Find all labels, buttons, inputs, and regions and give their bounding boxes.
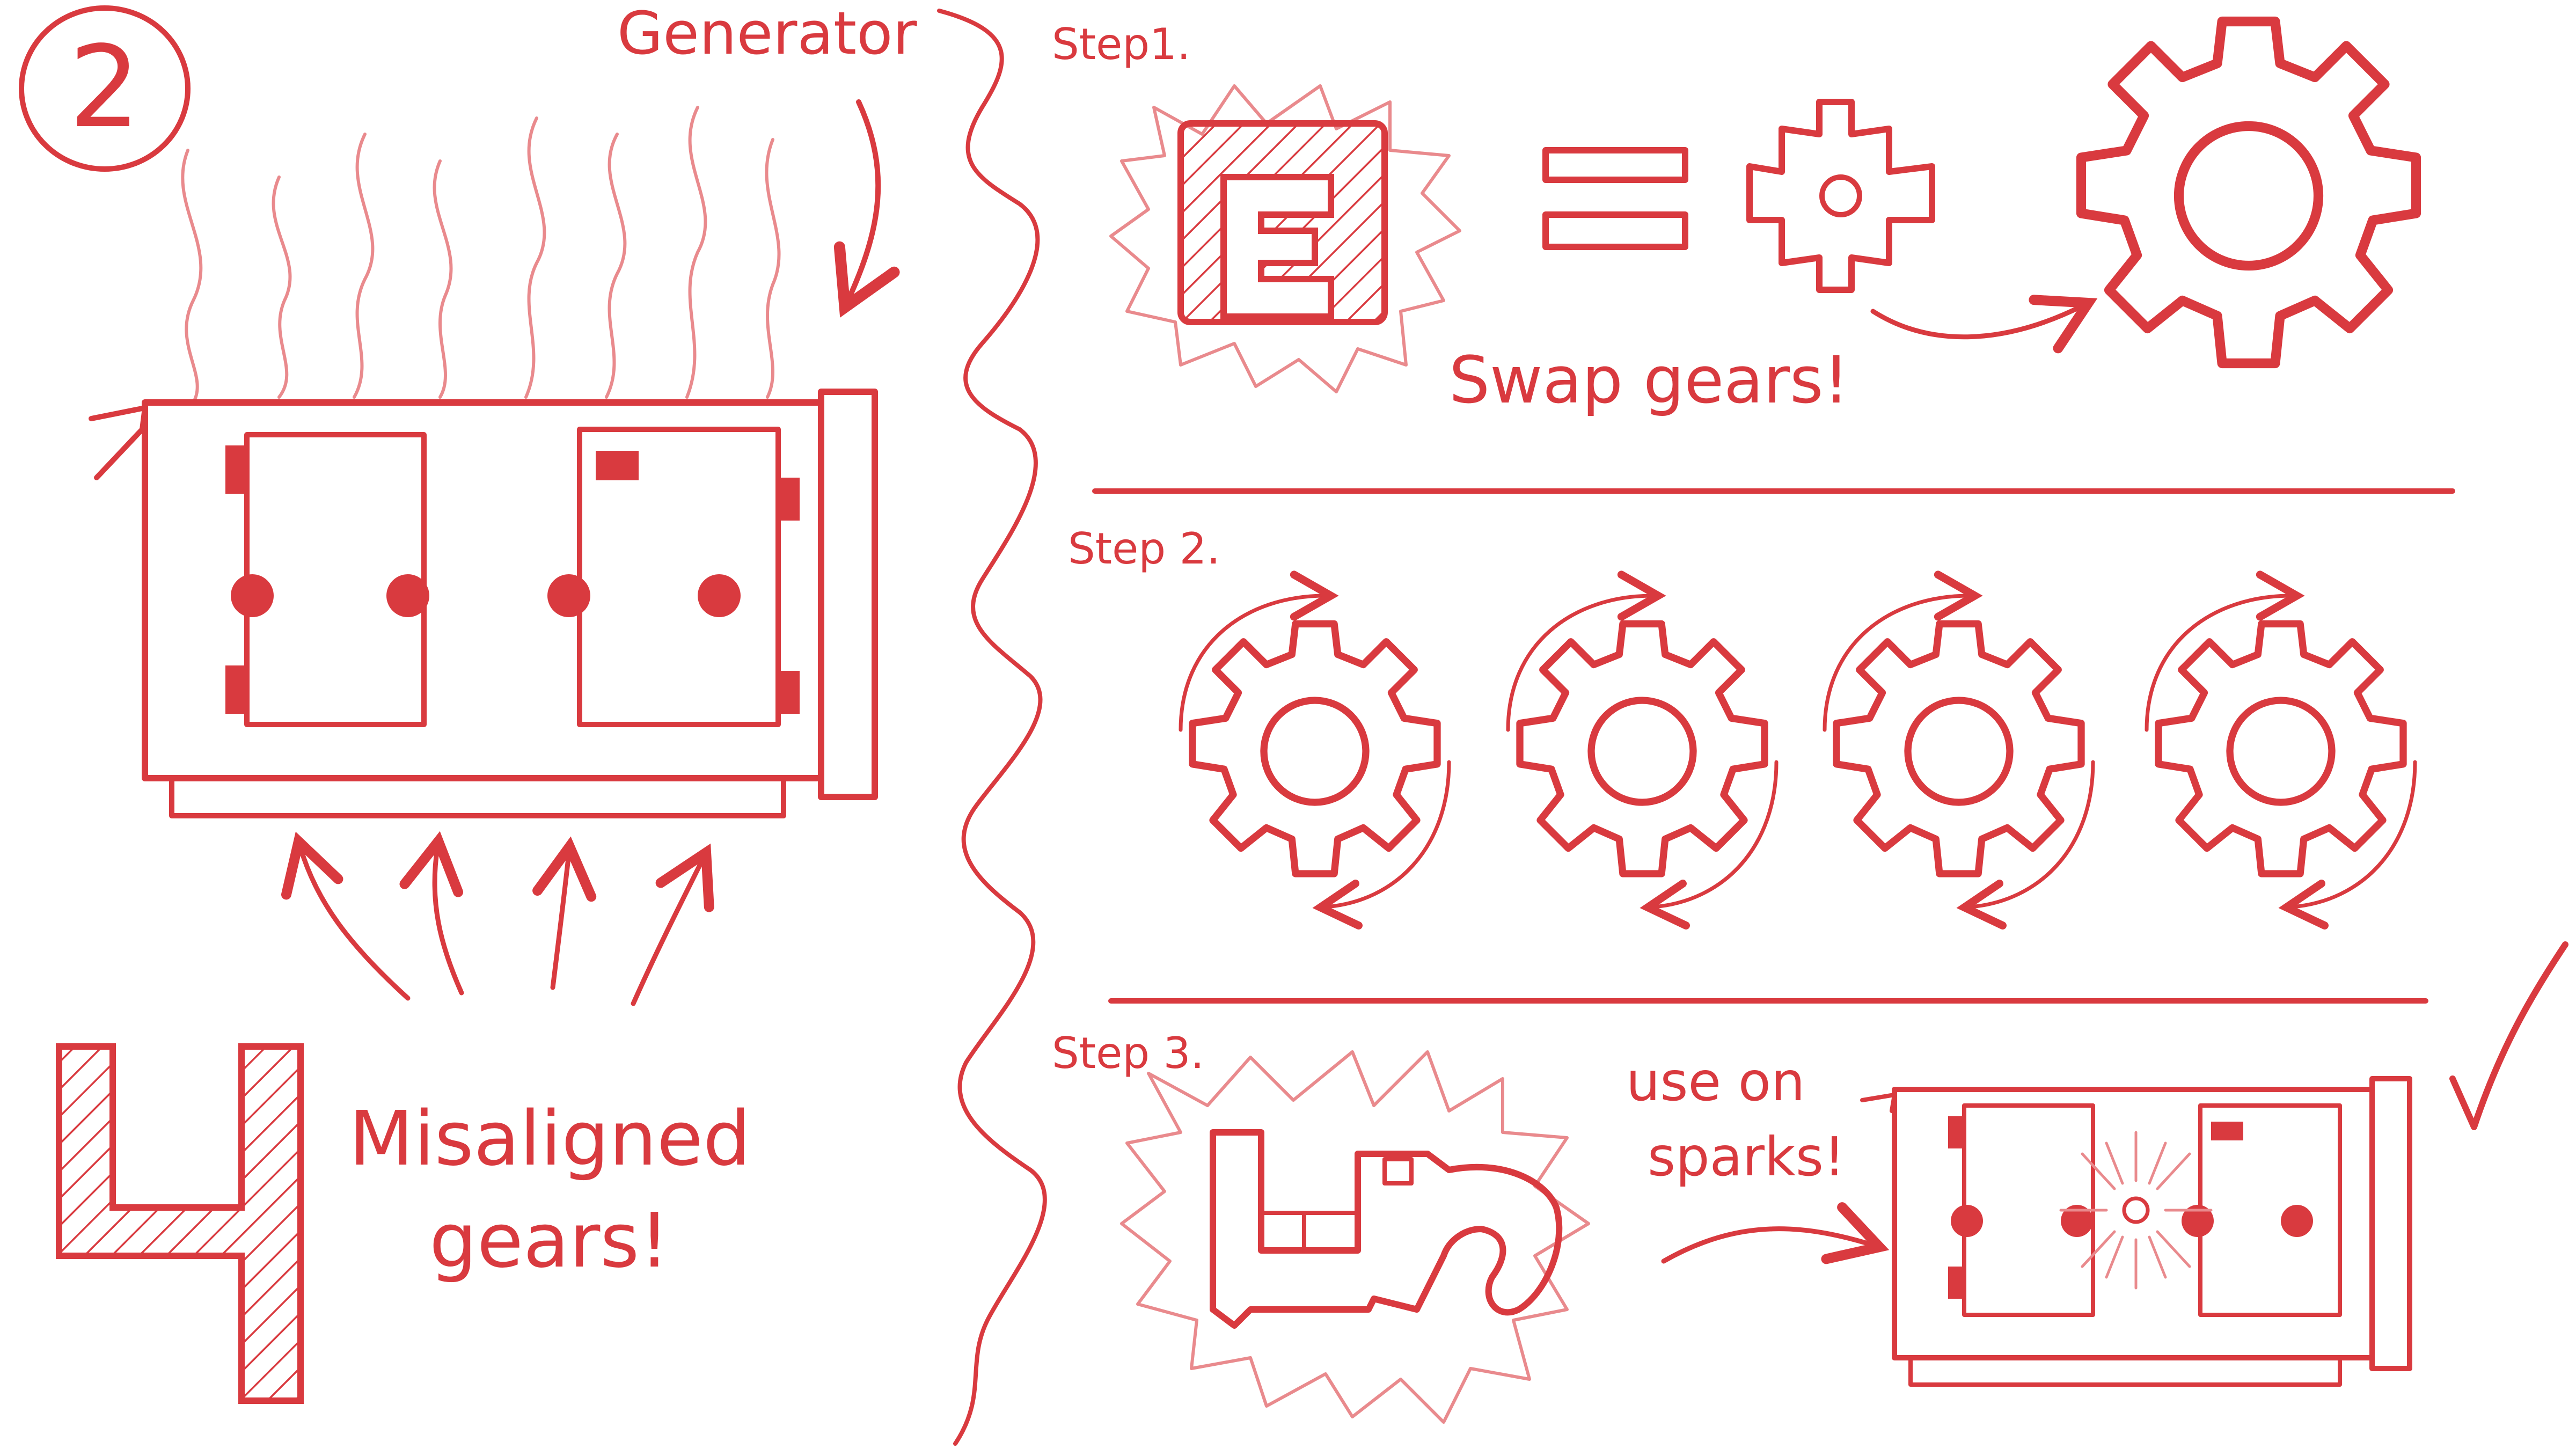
repair-tool-icon <box>1210 1129 1563 1329</box>
step-2-label: Step 2. <box>1068 524 1220 574</box>
burst-frame-icon <box>1109 84 1461 393</box>
use-on-sparks-note-line1: use on <box>1626 1050 1805 1113</box>
swap-gears-note: Swap gears! <box>1449 343 1849 418</box>
checkmark-icon <box>2449 941 2568 1130</box>
misaligned-label-line2: gears! <box>429 1197 669 1285</box>
big-digit-four-icon <box>56 1043 304 1404</box>
rotating-gear-icon <box>1520 624 1765 874</box>
generator-icon <box>89 389 878 818</box>
generator-icon <box>1860 1076 2412 1387</box>
generator-label: Generator <box>617 0 917 68</box>
upward-arrows <box>281 831 714 1006</box>
use-on-sparks-arrow <box>1661 1202 1890 1264</box>
e-key-icon <box>1177 120 1388 325</box>
burst-frame-icon <box>1120 1050 1590 1424</box>
heat-wisps <box>181 106 781 404</box>
use-on-sparks-note-line2: sparks! <box>1648 1125 1845 1188</box>
big-digit-text: 4 <box>0 0 1 1</box>
left-panel: 2 Generator <box>0 0 917 1404</box>
rotating-gear-icon <box>2158 624 2403 874</box>
sparks-icon <box>2059 1131 2213 1290</box>
rotating-gear-3 <box>1823 570 2095 930</box>
small-gear-icon <box>1746 99 1935 293</box>
rotating-gear-icon <box>1836 624 2081 874</box>
rotating-gear-1 <box>1179 570 1451 930</box>
equals-icon <box>1542 147 1688 250</box>
rotating-gear-2 <box>1506 570 1779 930</box>
misaligned-label-line1: Misaligned <box>349 1095 751 1183</box>
generator-pointer-arrow <box>833 99 900 318</box>
swap-arrow <box>1870 295 2098 354</box>
panel-number: 2 <box>69 21 141 153</box>
step-2-row: Step 2. <box>1068 524 2417 930</box>
rotating-gear-4 <box>2145 570 2417 930</box>
panel-number-badge: 2 <box>19 5 191 172</box>
large-gear-icon <box>2081 21 2416 363</box>
step-3-label: Step 3. <box>1052 1028 1204 1078</box>
rotating-gear-icon <box>1192 624 1437 874</box>
step-1-label: Step1. <box>1052 19 1190 69</box>
wavy-divider <box>937 9 1047 1446</box>
step-1-row: Step1. Swap gears! <box>1052 19 2416 418</box>
step-3-row: Step 3. use on sparks! <box>1052 941 2568 1424</box>
